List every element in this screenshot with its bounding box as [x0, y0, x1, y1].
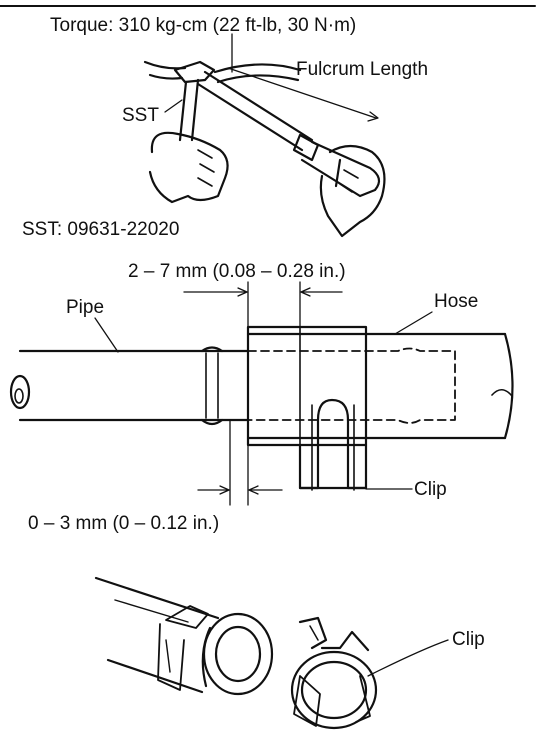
hose-end-and-clip-illustration	[94, 576, 449, 730]
clamp-range-label: 2 – 7 mm (0.08 – 0.28 in.)	[128, 261, 346, 282]
fulcrum-length-label: Fulcrum Length	[296, 59, 429, 80]
hose-clamp-cross-section	[9, 281, 514, 506]
hose-label: Hose	[434, 291, 479, 312]
torque-spec-label: Torque: 310 kg-cm (22 ft-lb, 30 N·m)	[50, 15, 357, 36]
sst-number-label: SST: 09631-22020	[22, 219, 180, 240]
pipe-label: Pipe	[66, 297, 105, 318]
clip-label-bottom: Clip	[452, 629, 485, 650]
torque-wrench-illustration	[143, 33, 386, 238]
sst-label: SST	[122, 105, 159, 126]
clip-label-middle: Clip	[414, 479, 447, 500]
pipe-gap-label: 0 – 3 mm (0 – 0.12 in.)	[28, 513, 220, 534]
